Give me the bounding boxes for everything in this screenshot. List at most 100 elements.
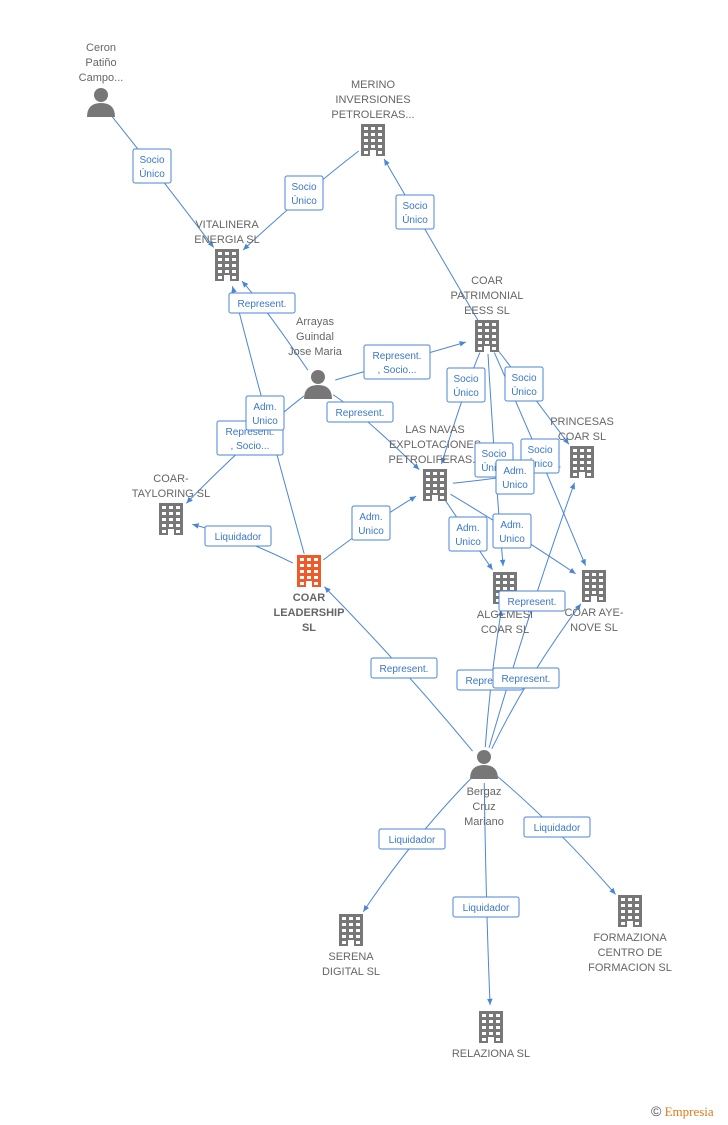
edge-label-text: Adm.: [503, 466, 526, 477]
node-label: COAR SL: [558, 431, 606, 443]
edge-label-leader-lasnavas[interactable]: Adm. Unico: [351, 505, 391, 541]
edge-label-text: Unico: [252, 416, 278, 427]
edge-label-leader-taylor[interactable]: Liquidador: [204, 525, 272, 547]
footer-brand: © Empresia: [651, 1103, 714, 1120]
edge-label-leader-vitalinera[interactable]: Adm. Unico: [245, 395, 285, 431]
edge-label-bergaz-serena[interactable]: Liquidador: [378, 828, 446, 850]
edge-label-bergaz-princesas[interactable]: Represent.: [498, 590, 566, 612]
node-relaziona[interactable]: RELAZIONA SL: [452, 1011, 530, 1060]
edge-label-lasnavas-algemes[interactable]: Adm.Unico: [448, 516, 488, 552]
edge-label-text: Unico: [455, 537, 481, 548]
node-label: FORMAZIONA: [593, 932, 667, 944]
edge-label-lasnavas-princesas[interactable]: Adm. Unico: [495, 459, 535, 495]
node-label: ALGEMESI: [477, 609, 533, 621]
edge-arrayas-vitalinera: [241, 280, 309, 371]
edge-label-text: Represent.: [336, 408, 385, 419]
node-label: ENERGIA SL: [194, 234, 259, 246]
edge-label-bergaz-formaziona[interactable]: Liquidador: [523, 816, 591, 838]
edge-label-bergaz-leader[interactable]: Represent.: [370, 657, 438, 679]
edge-label-text: Socio: [139, 155, 164, 166]
person-icon: [87, 88, 115, 117]
edge-label-text: Socio: [291, 182, 316, 193]
node-label: COAR SL: [481, 624, 529, 636]
node-serena[interactable]: SERENA DIGITAL SL: [322, 914, 380, 978]
edge-label-bergaz-relaziona[interactable]: Liquidador: [452, 896, 520, 918]
edge-label-text: Socio: [511, 373, 536, 384]
edge-label-text: Adm.: [359, 512, 382, 523]
node-label: NOVE SL: [570, 622, 618, 634]
node-label: DIGITAL SL: [322, 966, 380, 978]
brand-logo[interactable]: Empresia: [664, 1104, 714, 1119]
building-icon: [479, 1011, 503, 1043]
building-icon: [570, 446, 594, 478]
edge-label-text: Represent.: [502, 674, 551, 685]
node-label: EXPLOTACIONES: [389, 439, 481, 451]
edge-label-text: Represent.: [373, 351, 422, 362]
edge-label-text: Único: [139, 167, 165, 180]
node-label: FORMACION SL: [588, 962, 672, 974]
person-icon: [470, 750, 498, 779]
building-icon: [297, 555, 321, 587]
node-ayenove[interactable]: COAR AYE- NOVE SL: [564, 570, 624, 634]
node-label: PRINCESAS: [550, 416, 614, 428]
node-label: SL: [302, 622, 316, 634]
node-label: LAS NAVAS: [405, 424, 465, 436]
node-princesas[interactable]: PRINCESAS COAR SL: [550, 416, 614, 478]
node-label: RELAZIONA SL: [452, 1048, 530, 1060]
edge-label-text: Represent.: [380, 664, 429, 675]
node-label: VITALINERA: [195, 219, 259, 231]
node-label: COAR AYE-: [564, 607, 623, 619]
edge-label-text: Liquidador: [463, 903, 510, 914]
edge-label-text: Socio: [402, 201, 427, 212]
edge-label-text: Adm.: [253, 402, 276, 413]
edge-label-arrayas-vitalinera[interactable]: Represent.: [228, 292, 296, 314]
node-label: Cruz: [472, 801, 495, 813]
node-merino[interactable]: MERINOINVERSIONESPETROLERAS...: [331, 79, 415, 156]
edge-label-text: Socio: [481, 449, 506, 460]
edge-label-text: Único: [453, 386, 479, 399]
node-label: Ceron: [86, 42, 116, 54]
edge-label-bergaz-ayenove[interactable]: Represent.: [492, 667, 560, 689]
edge-label-arrayas-lasnavas[interactable]: Represent.: [326, 401, 394, 423]
node-vitalinera[interactable]: VITALINERA ENERGIA SL: [194, 219, 260, 281]
edge-label-text: Represent.: [226, 427, 275, 438]
node-label: Guindal: [296, 331, 334, 343]
edge-label-text: Represent.: [508, 597, 557, 608]
edge-label-text: Único: [291, 194, 317, 207]
node-formaziona[interactable]: FORMAZIONA CENTRO DE FORMACION SL: [588, 895, 672, 974]
node-ceron[interactable]: CeronPatiñoCampo...: [79, 42, 124, 117]
node-label: COAR-: [153, 473, 189, 485]
edge-label-lasnavas-ayenove[interactable]: Adm.Unico: [492, 513, 532, 549]
edge-label-text: Liquidador: [389, 835, 436, 846]
node-label: PATRIMONIAL: [451, 290, 524, 302]
node-label: Mariano: [464, 816, 504, 828]
edge-label-text: Unico: [358, 526, 384, 537]
edges-layer: [111, 116, 616, 1006]
node-label: Arrayas: [296, 316, 334, 328]
building-icon: [582, 570, 606, 602]
node-taylor[interactable]: COAR-TAYLORING SL: [132, 473, 210, 535]
edge-label-arrayas-coarpat[interactable]: Represent., Socio...: [363, 344, 431, 380]
node-label: Bergaz: [467, 786, 502, 798]
building-icon: [339, 914, 363, 946]
edge-label-text: Unico: [502, 480, 528, 491]
edge-label-text: Liquidador: [534, 823, 581, 834]
node-label: INVERSIONES: [335, 94, 410, 106]
node-label: CENTRO DE: [598, 947, 663, 959]
node-lasnavas[interactable]: LAS NAVASEXPLOTACIONESPETROLIFERAS...: [389, 424, 482, 501]
node-label: PETROLERAS...: [331, 109, 414, 121]
edge-label-text: Unico: [499, 534, 525, 545]
building-icon: [423, 469, 447, 501]
node-label: SERENA: [328, 951, 374, 963]
